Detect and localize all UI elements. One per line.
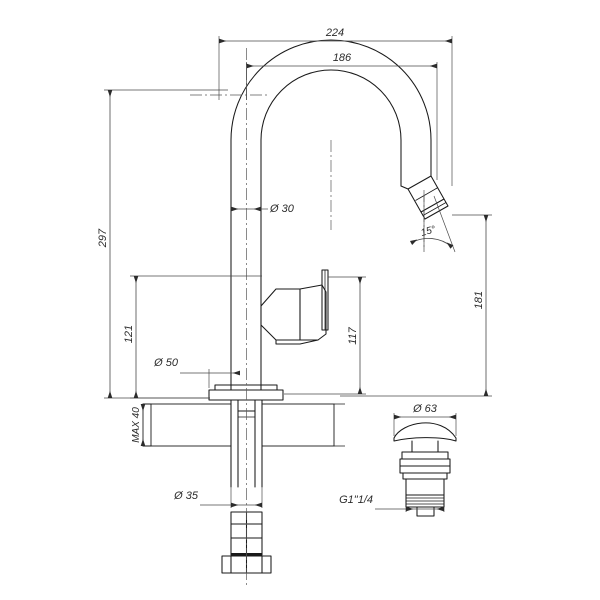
dim-label-297: 297 (97, 228, 109, 248)
dim-label-181: 181 (473, 291, 485, 309)
dimension-d50: Ø 50 (153, 357, 240, 388)
base-flange (208, 384, 284, 401)
center-lines (190, 48, 425, 585)
dim-label-224: 224 (325, 27, 344, 39)
dimension-186: 186 (246, 52, 438, 180)
dim-label-d63: Ø 63 (412, 403, 438, 415)
dim-label-117: 117 (347, 326, 359, 344)
dimension-d35: Ø 35 (173, 487, 263, 508)
dim-label-d30: Ø 30 (269, 203, 295, 215)
dim-label-d35: Ø 35 (173, 490, 199, 502)
dim-label-121: 121 (123, 325, 135, 343)
dimension-297: 297 (97, 89, 228, 399)
spout-outlet (400, 175, 449, 220)
lever-handle (260, 269, 329, 345)
dim-label-max40: MAX 40 (131, 407, 142, 443)
dimension-117: 117 (284, 276, 366, 395)
faucet-body-outline (208, 39, 449, 574)
drain-seal-rings (399, 451, 451, 480)
dim-label-15deg: 15° (420, 224, 438, 239)
dim-label-g114: G1"1/4 (339, 494, 373, 506)
dim-label-186: 186 (333, 52, 352, 64)
drain-thread (405, 494, 445, 508)
dimension-d30: Ø 30 (231, 203, 295, 215)
dimension-max40: MAX 40 (131, 404, 146, 446)
dimension-121: 121 (123, 275, 262, 399)
dimension-181: 181 (340, 214, 492, 397)
dimension-d63: Ø 63 (393, 403, 457, 436)
drain-assembly (393, 422, 457, 517)
dimension-15deg: 15° (409, 195, 456, 253)
dim-label-d50: Ø 50 (153, 357, 179, 369)
dimension-g114: G1"1/4 (339, 494, 445, 512)
dimension-224: 224 (218, 27, 453, 186)
countertop-section (142, 403, 345, 447)
